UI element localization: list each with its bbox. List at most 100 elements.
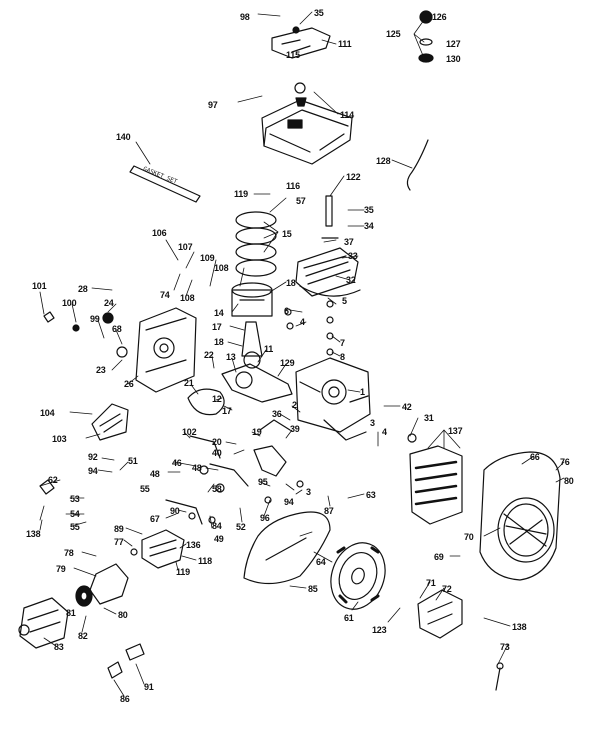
callout-70: 70 bbox=[464, 532, 474, 542]
callout-79: 79 bbox=[56, 564, 66, 574]
callout-40: 40 bbox=[212, 448, 222, 458]
callout-28: 28 bbox=[78, 284, 88, 294]
fuel-cap-assembly bbox=[271, 26, 331, 107]
callout-23: 23 bbox=[96, 365, 106, 375]
callout-69: 69 bbox=[434, 552, 444, 562]
callout-61: 61 bbox=[344, 613, 354, 623]
callout-107: 107 bbox=[178, 242, 193, 252]
ignition-coil bbox=[407, 433, 463, 525]
callout-66: 66 bbox=[530, 452, 540, 462]
callout-24: 24 bbox=[104, 298, 114, 308]
callout-84: 84 bbox=[212, 521, 222, 531]
callout-7: 7 bbox=[340, 338, 345, 348]
callout-48: 48 bbox=[150, 469, 160, 479]
muffler bbox=[18, 563, 129, 649]
callout-89: 89 bbox=[114, 524, 124, 534]
callout-46: 46 bbox=[172, 458, 182, 468]
callout-18-b: 18 bbox=[214, 337, 224, 347]
callout-15: 15 bbox=[282, 229, 292, 239]
callout-115: 115 bbox=[286, 50, 300, 60]
callout-125: 125 bbox=[386, 29, 401, 39]
callout-22: 22 bbox=[204, 350, 214, 360]
callout-102: 102 bbox=[182, 427, 197, 437]
callout-119: 119 bbox=[234, 189, 248, 199]
callout-49: 49 bbox=[214, 534, 224, 544]
bearing-plate bbox=[135, 307, 197, 393]
callout-71: 71 bbox=[426, 578, 436, 588]
callout-8: 8 bbox=[340, 352, 345, 362]
callout-51: 51 bbox=[128, 456, 138, 466]
callout-97: 97 bbox=[208, 100, 218, 110]
callout-36: 36 bbox=[272, 409, 282, 419]
callout-26: 26 bbox=[124, 379, 134, 389]
callout-17-b: 17 bbox=[222, 406, 232, 416]
callout-126: 126 bbox=[432, 12, 447, 22]
fuel-line bbox=[406, 139, 429, 191]
callout-54: 54 bbox=[70, 509, 80, 519]
callout-122: 122 bbox=[346, 172, 361, 182]
callout-52: 52 bbox=[236, 522, 246, 532]
piston bbox=[231, 282, 273, 317]
crankcase bbox=[295, 357, 371, 441]
callout-3-b: 3 bbox=[306, 487, 311, 497]
callout-95: 95 bbox=[258, 477, 268, 487]
callout-127: 127 bbox=[446, 39, 461, 49]
governor-linkage bbox=[165, 419, 304, 525]
callout-94-b: 94 bbox=[284, 497, 294, 507]
flywheel bbox=[330, 542, 386, 610]
callout-1: 1 bbox=[360, 387, 365, 397]
callout-76: 76 bbox=[560, 457, 570, 467]
callout-91: 91 bbox=[144, 682, 154, 692]
piston-rings bbox=[235, 211, 277, 277]
callout-63: 63 bbox=[366, 490, 376, 500]
recoil-starter bbox=[417, 589, 504, 691]
callout-6: 6 bbox=[284, 306, 289, 316]
callout-137: 137 bbox=[448, 426, 463, 436]
callout-106: 106 bbox=[152, 228, 167, 238]
callout-58: 58 bbox=[212, 484, 222, 494]
callout-4-b: 4 bbox=[382, 427, 387, 437]
callout-21: 21 bbox=[184, 378, 194, 388]
callout-90: 90 bbox=[170, 506, 180, 516]
fuel-tank bbox=[261, 99, 353, 165]
callout-12: 12 bbox=[212, 394, 222, 404]
callout-48-b: 48 bbox=[192, 463, 202, 473]
callout-55: 55 bbox=[140, 484, 150, 494]
carburetor bbox=[130, 529, 185, 569]
callout-78: 78 bbox=[64, 548, 74, 558]
callout-103: 103 bbox=[52, 434, 67, 444]
callout-108: 108 bbox=[214, 263, 229, 273]
callout-119-b: 119 bbox=[176, 567, 190, 577]
callout-129: 129 bbox=[280, 358, 295, 368]
callout-92: 92 bbox=[88, 452, 98, 462]
callout-11: 11 bbox=[264, 344, 274, 354]
callout-33: 33 bbox=[348, 251, 358, 261]
callout-140: 140 bbox=[116, 132, 131, 142]
callout-67: 67 bbox=[150, 514, 160, 524]
callout-136: 136 bbox=[186, 540, 201, 550]
callout-80-b: 80 bbox=[118, 610, 128, 620]
callout-39: 39 bbox=[290, 424, 300, 434]
callout-81-left: 81 bbox=[66, 608, 76, 618]
callout-87: 87 bbox=[324, 506, 334, 516]
callout-68: 68 bbox=[112, 324, 122, 334]
callout-5: 5 bbox=[342, 296, 347, 306]
callout-138: 138 bbox=[26, 529, 41, 539]
callout-31: 31 bbox=[424, 413, 434, 423]
callout-130: 130 bbox=[446, 54, 461, 64]
callout-86: 86 bbox=[120, 694, 130, 704]
callout-77: 77 bbox=[114, 537, 124, 547]
callout-3: 3 bbox=[370, 418, 375, 428]
callout-101: 101 bbox=[32, 281, 47, 291]
callout-111: 111 bbox=[338, 39, 352, 49]
cylinder-head bbox=[295, 247, 361, 297]
air-guide bbox=[243, 511, 331, 585]
callout-18: 18 bbox=[286, 278, 296, 288]
leader-lines bbox=[39, 11, 565, 697]
valve-train bbox=[284, 195, 339, 356]
callout-14: 14 bbox=[214, 308, 224, 318]
callout-73: 73 bbox=[500, 642, 510, 652]
callout-100: 100 bbox=[62, 298, 77, 308]
callout-53: 53 bbox=[70, 494, 80, 504]
